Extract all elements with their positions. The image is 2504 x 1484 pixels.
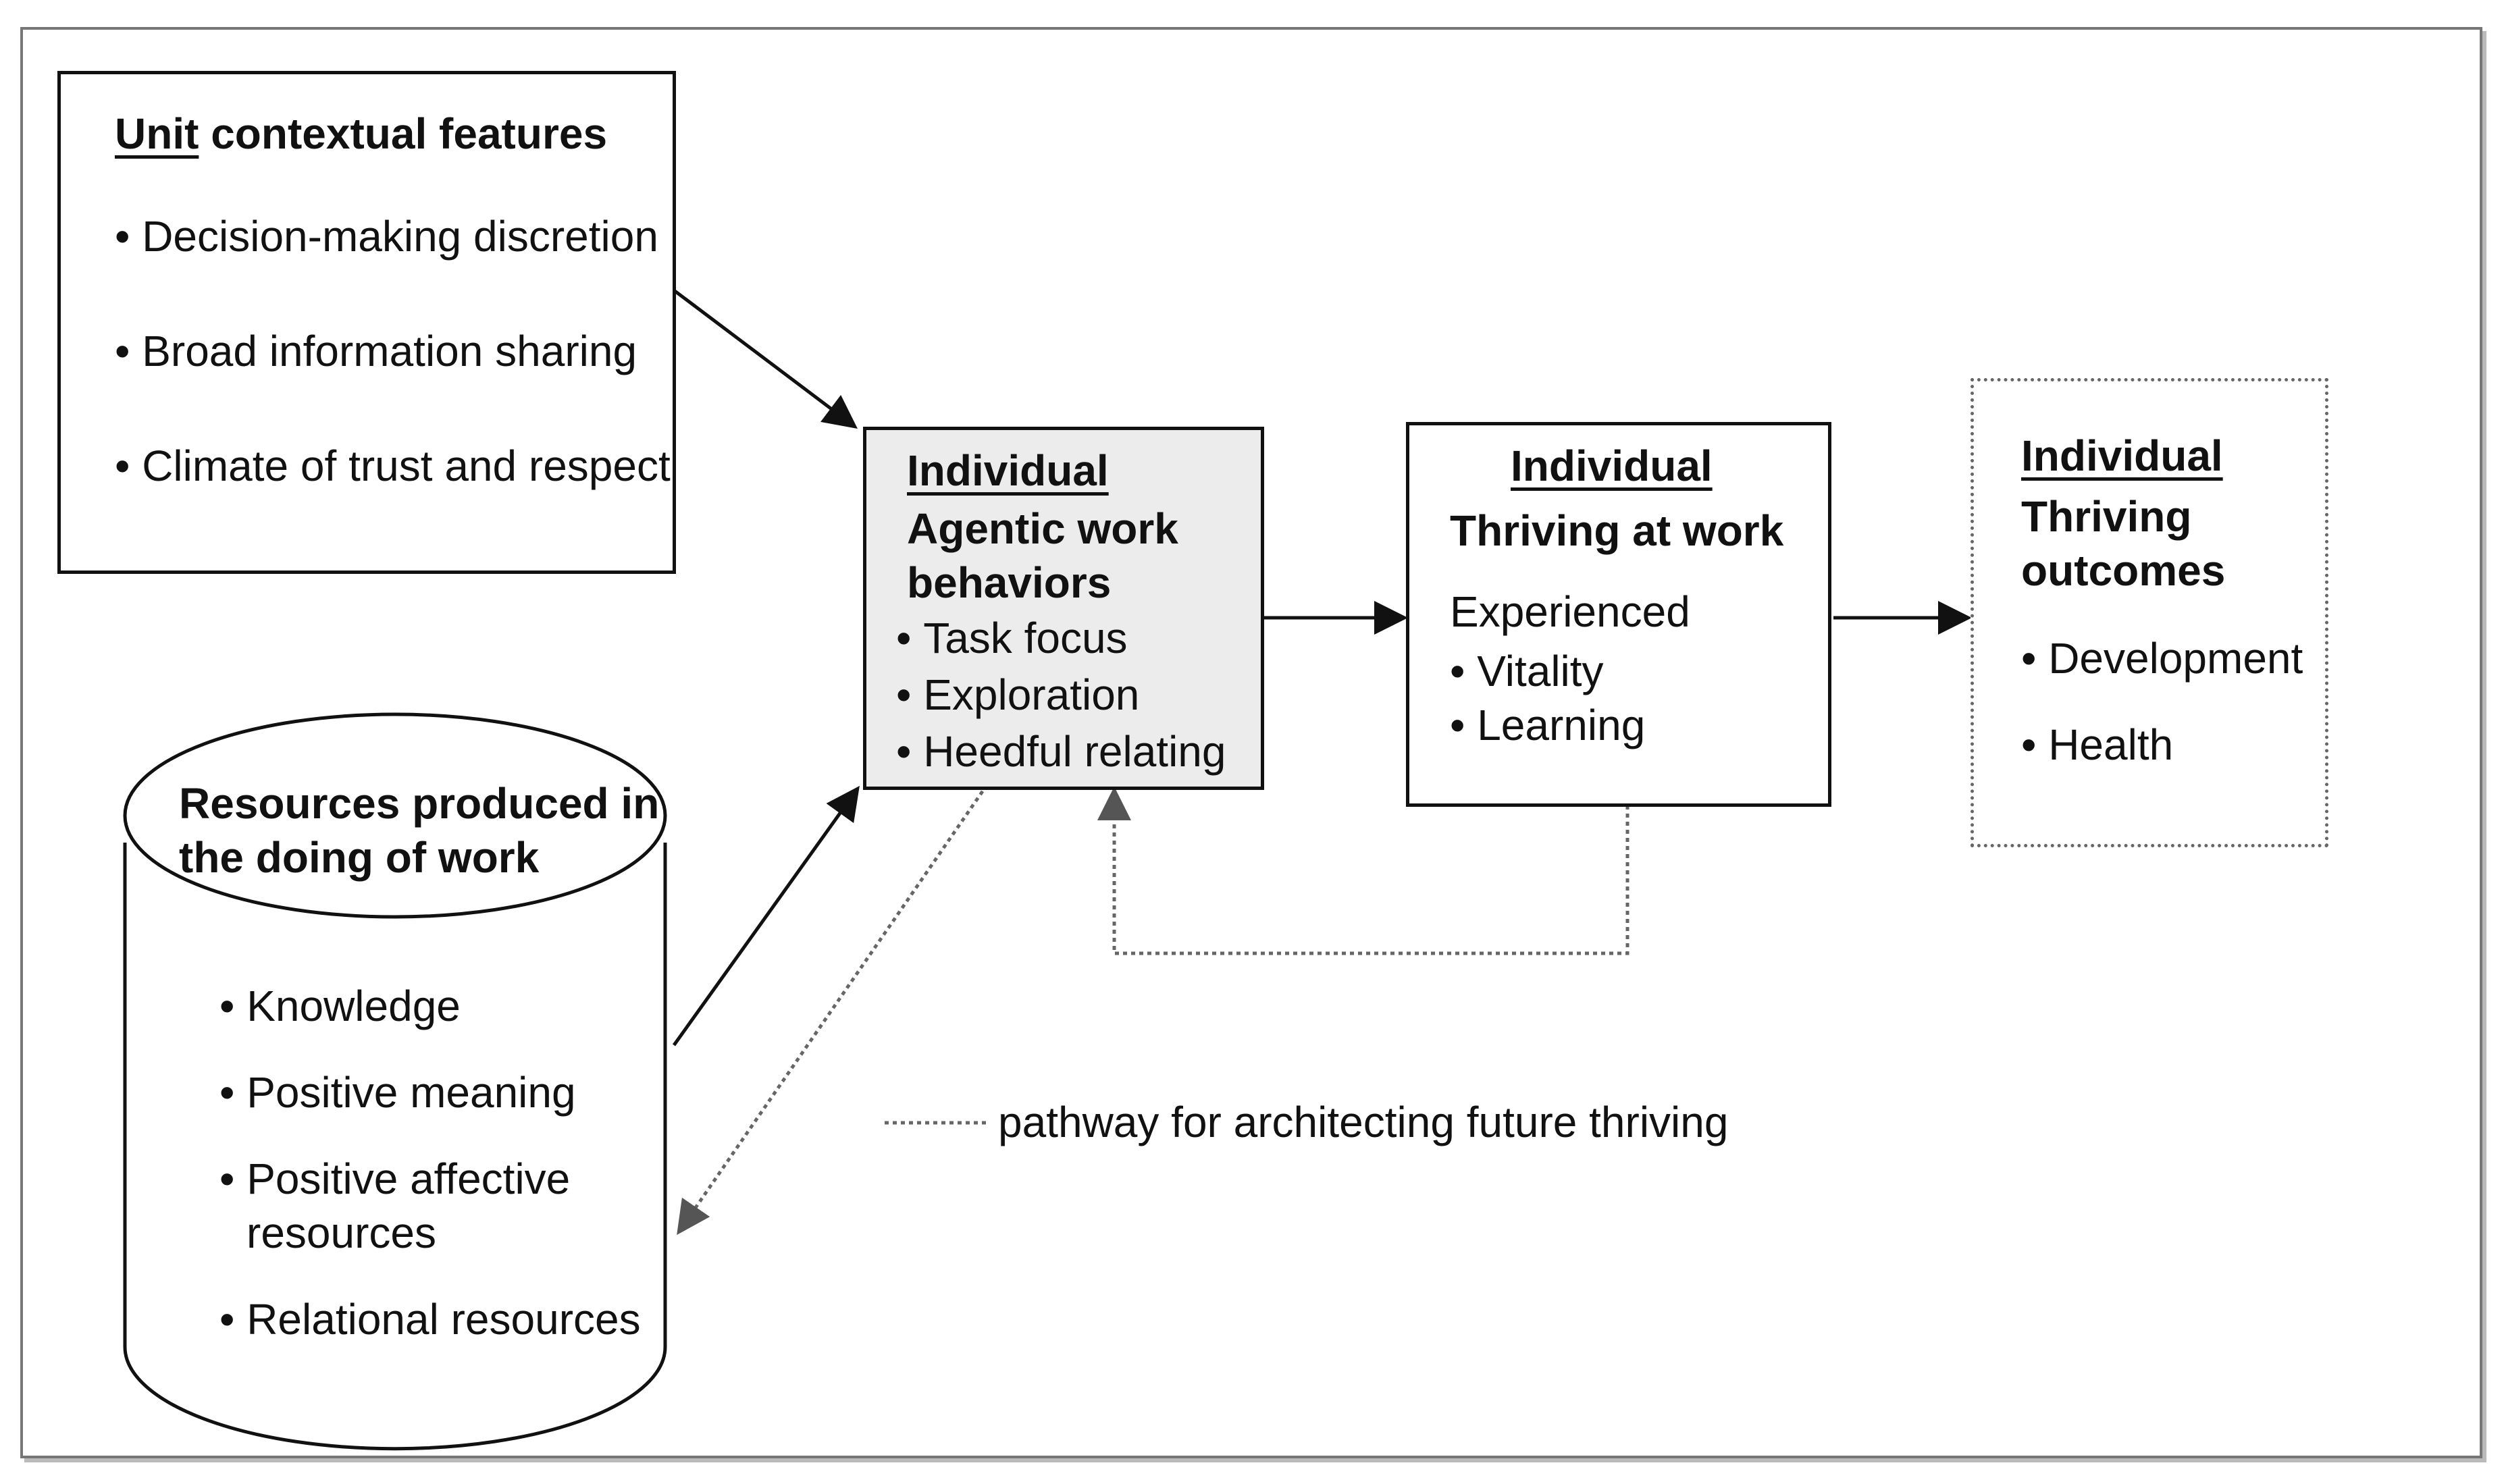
- agentic-item: Heedful relating: [896, 723, 1261, 780]
- thriving-item: Learning: [1450, 698, 1828, 752]
- legend-label: pathway for architecting future thriving: [998, 1098, 1729, 1146]
- outcomes-level-label: Individual: [2021, 431, 2223, 480]
- outcomes-title: Thriving: [2021, 492, 2192, 541]
- thriving-subtitle: Experienced: [1450, 587, 1690, 636]
- outcomes-title: outcomes: [2021, 546, 2226, 595]
- outcomes-item: Development: [2021, 631, 2325, 685]
- resources-item-continuation: resources: [246, 1209, 436, 1257]
- arrow-resources-to-agentic: [672, 785, 860, 1046]
- resources-item: Positive meaning: [219, 1065, 641, 1119]
- outcomes-item: Health: [2021, 718, 2325, 772]
- resources-item: Knowledge: [219, 979, 641, 1033]
- unit-context-heading: Unit contextual features: [115, 109, 608, 158]
- arrow-unit-to-agentic: [673, 289, 858, 429]
- dotted-feedback-thriving-to-agentic: [1097, 787, 1629, 955]
- unit-context-box: Unit contextual features Decision-making…: [57, 71, 676, 574]
- thriving-item: Vitality: [1450, 644, 1828, 698]
- resources-item: Relational resources: [219, 1292, 640, 1346]
- thriving-level-label: Individual: [1511, 442, 1713, 490]
- unit-context-item: Broad information sharing: [115, 324, 673, 378]
- resources-heading: Resources produced in the doing of work: [179, 779, 660, 882]
- dotted-arrow-agentic-to-resources: [677, 790, 985, 1236]
- thriving-box: Individual Thriving at work Experienced …: [1406, 422, 1831, 807]
- agentic-behaviors-box: Individual Agentic work behaviors Task f…: [863, 427, 1264, 790]
- resources-item: Positive affective: [219, 1152, 641, 1206]
- unit-context-item: Climate of trust and respect: [115, 439, 673, 493]
- agentic-title: Agentic work: [907, 504, 1178, 553]
- agentic-item: Task focus: [896, 610, 1261, 666]
- agentic-item: Exploration: [896, 666, 1261, 723]
- unit-context-item: Decision-making discretion: [115, 209, 673, 263]
- outcomes-box: Individual Thriving outcomes Development…: [1971, 378, 2328, 847]
- thriving-title: Thriving at work: [1450, 506, 1784, 555]
- agentic-level-label: Individual: [907, 446, 1109, 495]
- resources-items: Knowledge Positive meaning Positive affe…: [219, 979, 641, 1346]
- agentic-title: behaviors: [907, 558, 1112, 607]
